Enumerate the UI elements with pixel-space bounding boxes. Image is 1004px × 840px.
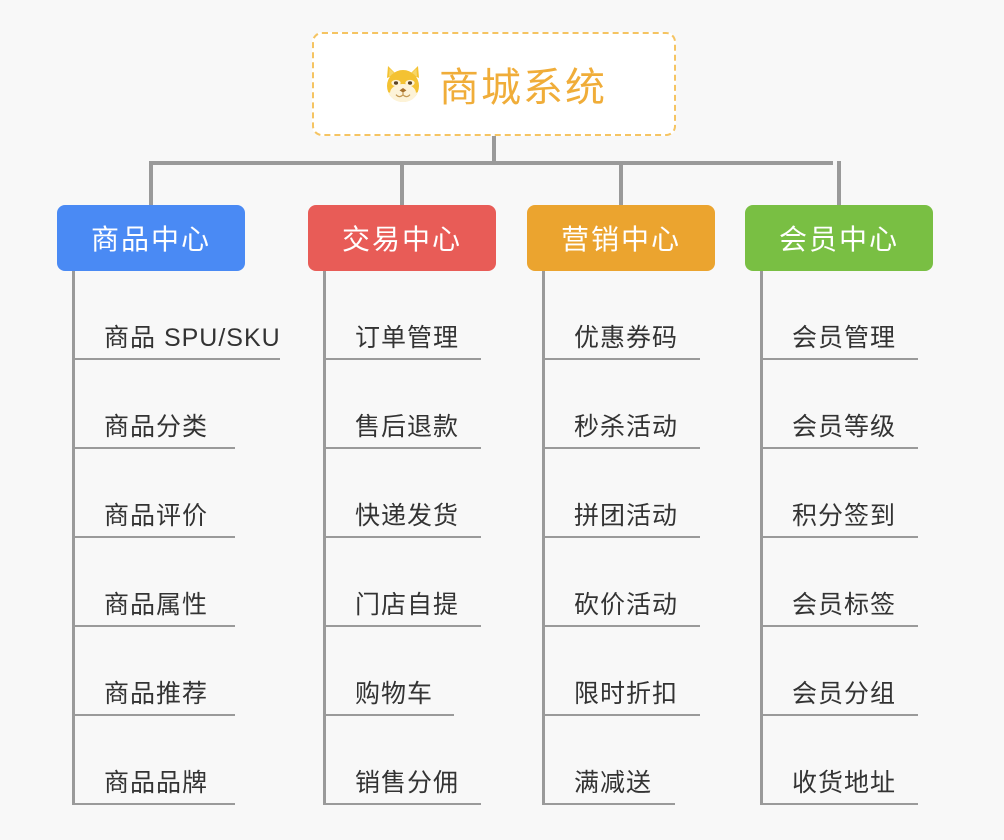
branch-header-3[interactable]: 营销中心 [527,205,715,271]
branch-item[interactable]: 订单管理 [326,271,481,360]
branch-item[interactable]: 积分签到 [763,449,918,538]
shiba-dog-face-icon [381,62,425,106]
branch-item-label: 满减送 [574,769,653,797]
connector-drop-1 [149,161,153,205]
branch-item-label: 购物车 [355,680,434,708]
branch-item-label: 砍价活动 [574,591,679,619]
branch-item-list-2: 订单管理售后退款快递发货门店自提购物车销售分佣 [323,271,496,805]
branch-item-label: 商品推荐 [104,680,209,708]
connector-drop-3 [619,161,623,205]
branch-item[interactable]: 满减送 [545,716,675,805]
branch-item[interactable]: 限时折扣 [545,627,700,716]
branch-item[interactable]: 商品属性 [75,538,235,627]
branch-item[interactable]: 收货地址 [763,716,918,805]
branch-item[interactable]: 秒杀活动 [545,360,700,449]
branch-item-label: 限时折扣 [574,680,679,708]
branch-item-label: 会员等级 [792,413,897,441]
branch-item-label: 会员分组 [792,680,897,708]
branch-item[interactable]: 售后退款 [326,360,481,449]
branch-item-label: 商品品牌 [104,769,209,797]
branch-item[interactable]: 会员分组 [763,627,918,716]
branch-item[interactable]: 拼团活动 [545,449,700,538]
branch-item[interactable]: 商品评价 [75,449,235,538]
branch-item[interactable]: 销售分佣 [326,716,481,805]
connector-root-stem [492,136,496,164]
branch-item[interactable]: 商品推荐 [75,627,235,716]
branch-item-label: 商品 SPU/SKU [104,324,281,352]
branch-column-2: 交易中心订单管理售后退款快递发货门店自提购物车销售分佣 [308,205,496,805]
branch-item-label: 门店自提 [355,591,460,619]
branch-item-label: 拼团活动 [574,502,679,530]
branch-column-4: 会员中心会员管理会员等级积分签到会员标签会员分组收货地址 [745,205,933,805]
branch-item-label: 会员标签 [792,591,897,619]
branch-header-label: 会员中心 [778,224,899,255]
branch-item-list-4: 会员管理会员等级积分签到会员标签会员分组收货地址 [760,271,933,805]
branch-item-label: 优惠券码 [574,324,679,352]
branch-item-label: 快递发货 [355,502,460,530]
branch-item-label: 商品评价 [104,502,209,530]
root-node[interactable]: 商城系统 [312,32,676,136]
branch-item[interactable]: 会员等级 [763,360,918,449]
branch-item-list-1: 商品 SPU/SKU 商品分类商品评价商品属性商品推荐商品品牌 [72,271,280,805]
branch-header-1[interactable]: 商品中心 [57,205,245,271]
branch-item-label: 秒杀活动 [574,413,679,441]
branch-header-label: 商品中心 [90,224,211,255]
branch-item-label: 商品分类 [104,413,209,441]
branch-item[interactable]: 商品品牌 [75,716,235,805]
branch-item[interactable]: 砍价活动 [545,538,700,627]
branch-item[interactable]: 快递发货 [326,449,481,538]
branch-item[interactable]: 商品分类 [75,360,235,449]
branch-item-label: 会员管理 [792,324,897,352]
connector-horizontal-bus [149,161,833,165]
branch-header-label: 营销中心 [560,224,681,255]
root-title: 商城系统 [439,66,607,110]
branch-header-4[interactable]: 会员中心 [745,205,933,271]
branch-header-label: 交易中心 [341,224,462,255]
branch-item[interactable]: 门店自提 [326,538,481,627]
branch-item-label: 销售分佣 [355,769,460,797]
branch-header-2[interactable]: 交易中心 [308,205,496,271]
branch-item-label: 积分签到 [792,502,897,530]
branch-item[interactable]: 购物车 [326,627,454,716]
branch-item[interactable]: 会员标签 [763,538,918,627]
branch-item-label: 收货地址 [792,769,897,797]
connector-drop-2 [400,161,404,205]
connector-drop-4 [837,161,841,205]
branch-item[interactable]: 会员管理 [763,271,918,360]
branch-item[interactable]: 优惠券码 [545,271,700,360]
branch-item-label: 订单管理 [355,324,460,352]
branch-column-1: 商品中心商品 SPU/SKU 商品分类商品评价商品属性商品推荐商品品牌 [57,205,280,805]
branch-item[interactable]: 商品 SPU/SKU [75,271,280,360]
branch-item-list-3: 优惠券码秒杀活动拼团活动砍价活动限时折扣满减送 [542,271,715,805]
branch-column-3: 营销中心优惠券码秒杀活动拼团活动砍价活动限时折扣满减送 [527,205,715,805]
branch-item-label: 商品属性 [104,591,209,619]
branch-item-label: 售后退款 [355,413,460,441]
